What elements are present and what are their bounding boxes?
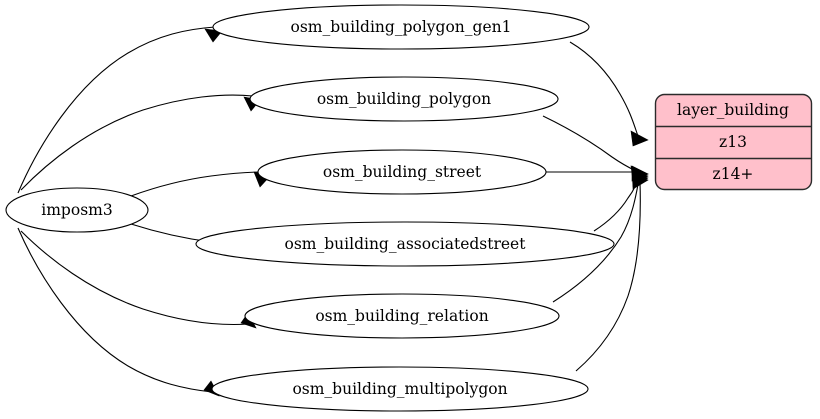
imposm3-ellipse bbox=[5, 187, 149, 233]
layer-building-z14-label: z14+ bbox=[713, 165, 754, 183]
edge-group-tables-to-layer bbox=[542, 41, 649, 372]
osm-building-multipolygon-label: osm_building_multipolygon bbox=[292, 380, 507, 398]
osm-building-associatedstreet-ellipse bbox=[195, 221, 615, 267]
osm-building-associatedstreet-label: osm_building_associatedstreet bbox=[285, 235, 527, 253]
node-osm-building-multipolygon[interactable]: osm_building_multipolygon bbox=[211, 366, 589, 412]
osm-building-polygon-label: osm_building_polygon bbox=[317, 90, 491, 108]
osm-building-polygon-gen1-ellipse bbox=[212, 4, 590, 50]
osm-building-street-label: osm_building_street bbox=[323, 163, 482, 181]
edge-imposm3-to-street[interactable] bbox=[130, 171, 271, 197]
osm-building-multipolygon-ellipse bbox=[211, 366, 589, 412]
edge-imposm3-to-multipolygon[interactable] bbox=[17, 227, 220, 397]
node-osm-building-relation[interactable]: osm_building_relation bbox=[244, 293, 560, 339]
osm-building-relation-ellipse bbox=[244, 293, 560, 339]
osm-building-polygon-gen1-label: osm_building_polygon_gen1 bbox=[291, 18, 512, 36]
edge-multipolygon-to-z14[interactable] bbox=[575, 173, 649, 372]
node-osm-building-polygon-gen1[interactable]: osm_building_polygon_gen1 bbox=[212, 4, 590, 50]
node-imposm3[interactable]: imposm3 bbox=[5, 187, 149, 233]
node-osm-building-street[interactable]: osm_building_street bbox=[257, 149, 547, 195]
imposm3-label: imposm3 bbox=[41, 201, 112, 219]
node-layer-building[interactable]: layer_building z13 z14+ bbox=[654, 93, 813, 191]
osm-building-street-ellipse bbox=[257, 149, 547, 195]
node-osm-building-associatedstreet[interactable]: osm_building_associatedstreet bbox=[195, 221, 615, 267]
osm-building-polygon-ellipse bbox=[249, 76, 559, 122]
edge-polygon-gen1-to-z13[interactable] bbox=[569, 41, 649, 147]
edge-imposm3-to-polygon-gen1[interactable] bbox=[17, 26, 223, 194]
layer-building-z13-label: z13 bbox=[719, 133, 747, 151]
layer-building-box bbox=[654, 93, 813, 191]
node-osm-building-polygon[interactable]: osm_building_polygon bbox=[249, 76, 559, 122]
layer-building-name-label: layer_building bbox=[677, 101, 789, 119]
edge-imposm3-to-polygon[interactable] bbox=[20, 94, 261, 191]
osm-building-relation-label: osm_building_relation bbox=[315, 307, 488, 325]
